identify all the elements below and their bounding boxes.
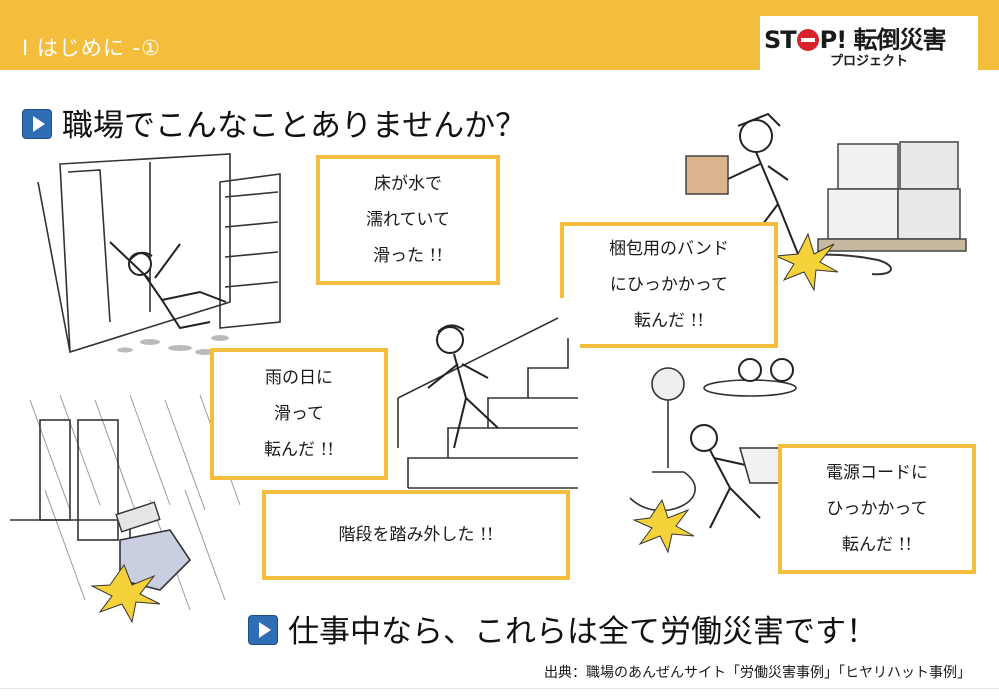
footer-divider xyxy=(0,688,999,696)
illustration-stairs xyxy=(388,298,580,493)
conclusion-heading: 仕事中なら、これらは全て労働災害です！ xyxy=(248,606,877,651)
section-title: Ⅰ はじめに -① xyxy=(22,36,161,60)
question-heading: 職場でこんなことありませんか？ xyxy=(22,100,526,145)
callout-band: 梱包用のバンド にひっかかって 転んだ !! xyxy=(560,222,778,348)
play-icon xyxy=(22,109,52,139)
callout-wet-floor: 床が水で 濡れていて 滑った !! xyxy=(316,155,500,285)
logo-subtitle: プロジェクト xyxy=(829,54,908,69)
callout-stairs: 階段を踏み外した !! xyxy=(262,490,570,580)
play-icon xyxy=(248,615,278,645)
callout-cord: 電源コードに ひっかかって 転んだ !! xyxy=(778,444,976,574)
callout-rain: 雨の日に 滑って 転んだ !! xyxy=(210,348,388,480)
stop-sign-icon xyxy=(796,29,819,51)
illustration-wet-floor xyxy=(30,152,310,364)
illustration-rain xyxy=(0,390,250,630)
source-citation: 出典：職場のあんぜんサイト「労働災害事例」「ヒヤリハット事例」 xyxy=(544,665,971,681)
